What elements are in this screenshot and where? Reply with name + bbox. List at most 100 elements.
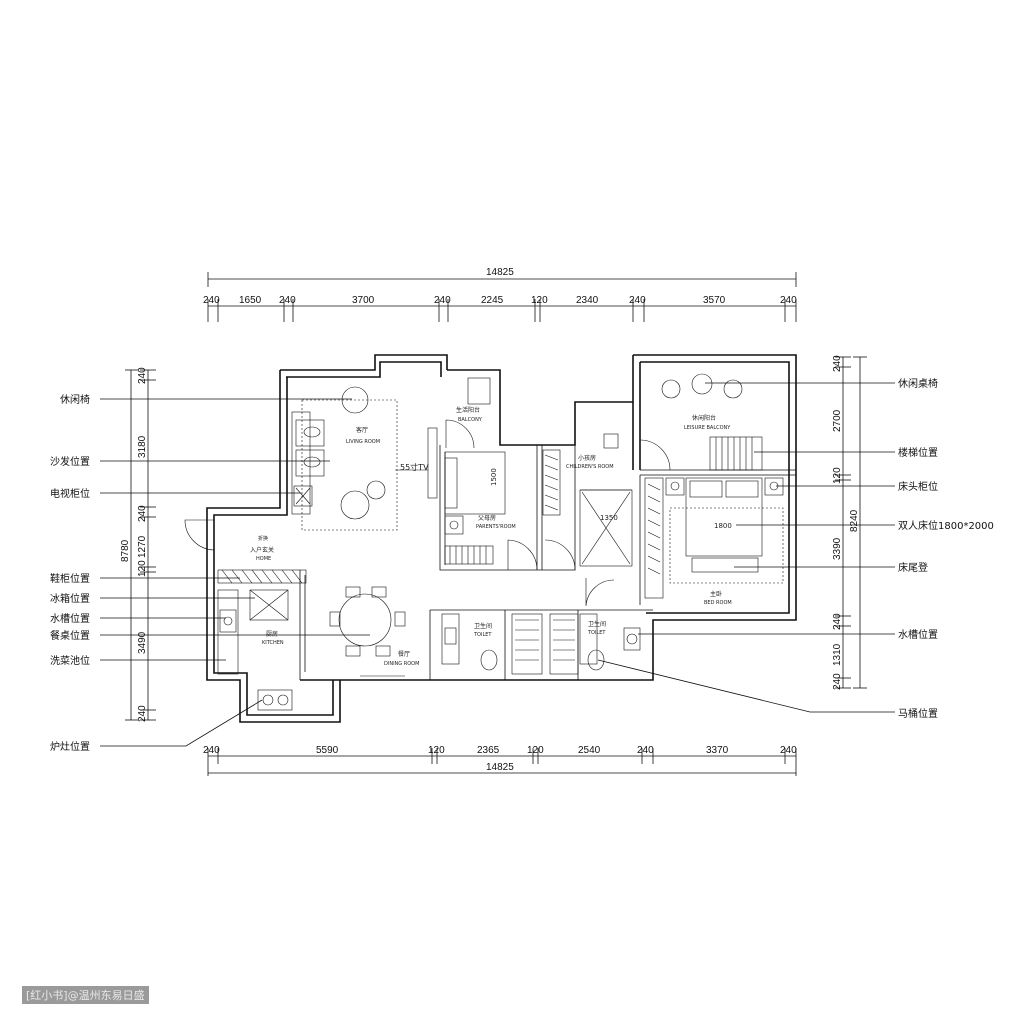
- bottom-dim-8: 3370: [706, 745, 729, 756]
- right-dimensions: 240 2700 120 3390 240 1310 240 8240: [832, 355, 867, 690]
- children-room-cn: 小孩房: [578, 454, 596, 462]
- left-dim-1: 240: [137, 367, 148, 384]
- bottom-dim-6: 2540: [578, 745, 601, 756]
- kitchen-cn: 厨房: [266, 630, 278, 638]
- callout-toilet: 马桶位置: [898, 707, 938, 720]
- callout-fridge: 冰箱位置: [50, 592, 90, 605]
- dining-furniture: 餐厅 DINING ROOM: [329, 586, 419, 677]
- leisure-balcony-furniture: 休闲阳台 LEISURE BALCONY: [661, 373, 763, 471]
- toilet1-en: TOILET: [473, 632, 492, 638]
- toilet1-cn: 卫生间: [474, 622, 492, 630]
- parents-room-en: PARENTS'ROOM: [476, 524, 516, 530]
- callout-bed-bench: 床尾登: [898, 561, 928, 574]
- left-dim-2: 3180: [137, 435, 148, 458]
- toilet2-cn: 卫生间: [588, 620, 606, 628]
- right-callouts: 休闲桌椅 楼梯位置 床头柜位 双人床位1800*2000 床尾登 水槽位置 马桶…: [597, 377, 994, 720]
- top-dim-3: 240: [279, 295, 296, 306]
- toilet2-en: TOILET: [587, 630, 606, 636]
- leisure-balcony-en: LEISURE BALCONY: [684, 425, 731, 431]
- left-dim-4: 1270: [137, 535, 148, 558]
- callout-shoe-cabinet: 鞋柜位置: [50, 572, 90, 585]
- entrance-note: 折换: [258, 535, 268, 542]
- top-dimensions: 14825 240 1650 240 3700 240 2245 120 234…: [203, 267, 797, 322]
- entrance-area: 折换 入户玄关 HOME: [217, 535, 307, 584]
- master-room-en: BED ROOM: [704, 600, 732, 606]
- bottom-dim-5: 120: [527, 745, 544, 756]
- right-dim-1: 240: [832, 355, 843, 372]
- callout-washing-basin: 洗菜池位: [50, 654, 90, 667]
- master-bedroom-furniture: 1800 主卧 BED ROOM: [644, 477, 784, 606]
- master-bed-size: 1800: [714, 522, 732, 530]
- balcony-area: 生活阳台 BALCONY: [456, 377, 491, 423]
- left-dimensions: 8780 240 3180 240 1270 120 3490 240: [120, 367, 156, 722]
- right-dim-7: 240: [832, 673, 843, 690]
- toilet-fixtures: 卫生间 TOILET 卫生间 TOILET: [441, 613, 641, 675]
- bottom-dim-2: 5590: [316, 745, 339, 756]
- callout-right-sink: 水槽位置: [898, 628, 938, 641]
- right-total-dim: 8240: [849, 509, 860, 532]
- bottom-dim-9: 240: [780, 745, 797, 756]
- bottom-dimensions: 240 5590 120 2365 120 2540 240 3370 240 …: [203, 745, 797, 776]
- callout-stairs: 楼梯位置: [898, 446, 938, 459]
- callout-leisure-chair: 休闲椅: [60, 393, 90, 406]
- bottom-dim-4: 2365: [477, 745, 500, 756]
- left-callouts: 休闲椅 沙发位置 电视柜位 鞋柜位置 冰箱位置 水槽位置 餐桌位置 洗菜池位 炉…: [50, 393, 370, 753]
- top-total-dim: 14825: [486, 267, 514, 278]
- bottom-dim-7: 240: [637, 745, 654, 756]
- left-total-dim: 8780: [120, 539, 131, 562]
- right-dim-2: 2700: [832, 409, 843, 432]
- callout-sink: 水槽位置: [50, 612, 90, 625]
- tv-size-label: 55寸TV: [400, 462, 429, 472]
- left-dim-5: 120: [137, 560, 148, 577]
- top-dim-4: 3700: [352, 295, 375, 306]
- right-dim-5: 240: [832, 613, 843, 630]
- entrance-en: HOME: [256, 556, 271, 562]
- top-dim-1: 240: [203, 295, 220, 306]
- children-room-furniture: 1350 小孩房 CHILDREN'S ROOM: [542, 433, 633, 567]
- balcony-cn: 生活阳台: [456, 406, 480, 414]
- callout-sofa: 沙发位置: [50, 455, 90, 468]
- parents-bed-size: 1500: [490, 468, 498, 486]
- top-dim-9: 240: [629, 295, 646, 306]
- balcony-en: BALCONY: [458, 417, 483, 423]
- top-dim-10: 3570: [703, 295, 726, 306]
- bottom-dim-3: 120: [428, 745, 445, 756]
- top-dim-5: 240: [434, 295, 451, 306]
- right-dim-6: 1310: [832, 643, 843, 666]
- kitchen-furniture: 厨房 KITCHEN: [217, 589, 293, 711]
- top-dim-2: 1650: [239, 295, 262, 306]
- bottom-dim-1: 240: [203, 745, 220, 756]
- bottom-total-dim: 14825: [486, 762, 514, 773]
- callout-dining-table: 餐桌位置: [50, 629, 90, 642]
- callout-tv-cabinet: 电视柜位: [50, 487, 90, 500]
- living-room-cn: 客厅: [356, 426, 368, 434]
- master-room-cn: 主卧: [710, 590, 722, 598]
- right-dim-3: 120: [832, 467, 843, 484]
- top-dim-8: 2340: [576, 295, 599, 306]
- parents-room-furniture: 1500 父母房 PARENTS'ROOM: [444, 451, 516, 565]
- left-dim-6: 3490: [137, 631, 148, 654]
- watermark: [红小书]@温州东易日盛: [22, 986, 149, 1004]
- callout-nightstand: 床头柜位: [898, 480, 938, 493]
- leisure-balcony-cn: 休闲阳台: [692, 414, 716, 422]
- living-room-furniture: 55寸TV 客厅 LIVING ROOM: [291, 386, 438, 531]
- kitchen-en: KITCHEN: [262, 640, 284, 646]
- callout-stove: 炉灶位置: [50, 740, 90, 753]
- doors: [184, 419, 671, 607]
- walls: [206, 354, 797, 723]
- top-dim-6: 2245: [481, 295, 504, 306]
- left-dim-7: 240: [137, 705, 148, 722]
- parents-room-cn: 父母房: [478, 514, 496, 522]
- right-dim-4: 3390: [832, 537, 843, 560]
- children-room-en: CHILDREN'S ROOM: [566, 464, 614, 470]
- top-dim-11: 240: [780, 295, 797, 306]
- entrance-cn: 入户玄关: [250, 546, 274, 554]
- left-dim-3: 240: [137, 505, 148, 522]
- callout-double-bed: 双人床位1800*2000: [898, 519, 994, 532]
- dining-cn: 餐厅: [398, 650, 410, 658]
- child-bed-size: 1350: [600, 514, 618, 522]
- living-room-en: LIVING ROOM: [346, 439, 380, 445]
- dining-en: DINING ROOM: [384, 661, 419, 667]
- top-dim-7: 120: [531, 295, 548, 306]
